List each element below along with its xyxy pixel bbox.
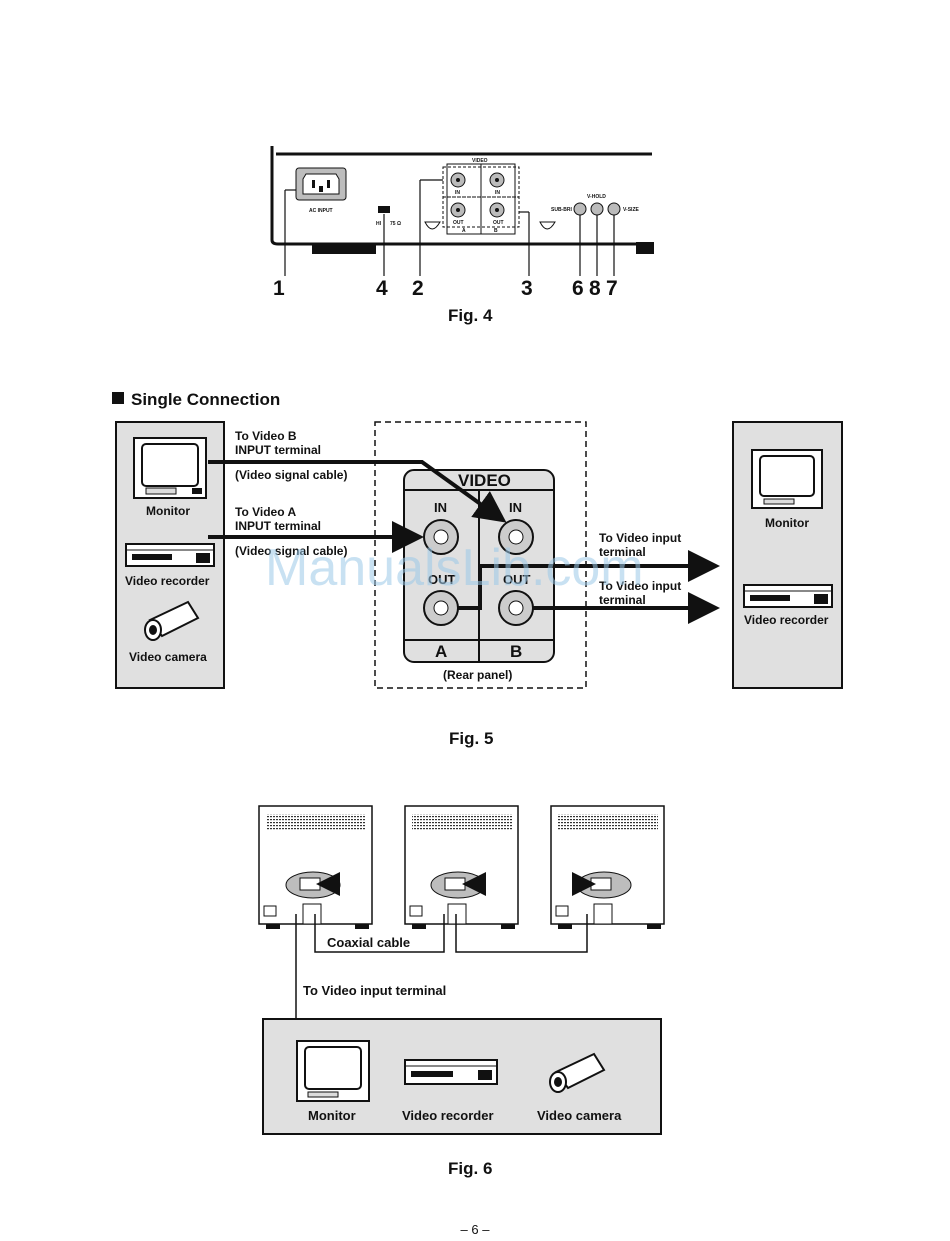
a-label-small: A	[462, 228, 466, 234]
section-bullet-icon	[112, 392, 124, 404]
to-b-line1: To Video B	[235, 429, 297, 443]
monitor-icon	[751, 449, 823, 509]
panel-title: VIDEO	[458, 471, 511, 490]
callout-6: 6	[572, 277, 584, 300]
fig6-device-box	[262, 1018, 662, 1135]
sub-bri-knob-icon	[573, 202, 587, 216]
ac-input-label: AC INPUT	[309, 208, 333, 214]
ohm-label: 75 Ω	[390, 221, 401, 227]
to-b-line2: INPUT terminal	[235, 443, 321, 457]
in-label-a: IN	[434, 500, 447, 515]
monitor-rear-1	[258, 805, 373, 929]
video-camera-icon	[549, 1052, 606, 1093]
monitor-rear-2	[404, 805, 519, 929]
signal-cables	[208, 460, 720, 624]
foot-left	[312, 244, 376, 254]
callout-7: 7	[606, 277, 618, 300]
out1-line2: terminal	[599, 545, 646, 559]
out-label-small: OUT	[453, 220, 464, 226]
v-hold-label: V-HOLD	[587, 194, 606, 200]
callout-8: 8	[589, 277, 601, 300]
in-label-b: IN	[509, 500, 522, 515]
in-label-small: IN	[455, 190, 460, 196]
out2-line1: To Video input	[599, 579, 681, 593]
rear-panel-frame	[374, 421, 587, 689]
fig6-caption: Fig. 6	[448, 1159, 492, 1178]
fig5-caption: Fig. 5	[449, 729, 493, 748]
rear-panel-label: (Rear panel)	[443, 668, 512, 682]
to-input-label: To Video input terminal	[303, 983, 446, 998]
v-hold-knob-icon	[590, 202, 604, 216]
b-label-small: B	[494, 228, 498, 234]
coaxial-cable-label: Coaxial cable	[327, 935, 410, 950]
fig6-monitor-label: Monitor	[308, 1108, 356, 1123]
video-recorder-icon	[743, 584, 833, 608]
callout-leaders	[284, 179, 615, 276]
monitor-icon	[296, 1040, 370, 1102]
out-label-a: OUT	[428, 572, 456, 587]
out-label-b: OUT	[503, 572, 531, 587]
to-a-line1: To Video A	[235, 505, 296, 519]
cable-b-label: (Video signal cable)	[235, 468, 347, 482]
left-device-box: Monitor Video recorder Video camera	[115, 421, 225, 689]
callout-1: 1	[273, 277, 285, 300]
callout-4: 4	[376, 277, 388, 300]
video-camera-icon	[144, 600, 200, 641]
right-monitor-label: Monitor	[765, 516, 809, 530]
bnc-connectors-small	[450, 172, 505, 218]
impedance-switch-icon	[378, 206, 390, 213]
out-label-small-b: OUT	[493, 220, 504, 226]
fig6-camera-label: Video camera	[537, 1108, 622, 1123]
video-recorder-icon	[125, 543, 215, 567]
video-recorder-icon	[404, 1059, 498, 1085]
watermark: ManualsLib.com	[265, 539, 644, 597]
page-number: – 6 –	[460, 1222, 490, 1237]
v-size-label: V-SIZE	[623, 207, 640, 213]
coaxial-cables	[295, 914, 588, 1020]
a-label: A	[435, 642, 447, 661]
to-a-line2: INPUT terminal	[235, 519, 321, 533]
left-camera-label: Video camera	[129, 650, 207, 664]
hi-label: HI	[376, 221, 382, 227]
callout-3: 3	[521, 277, 533, 300]
out2-line2: terminal	[599, 593, 646, 607]
section-title: Single Connection	[131, 390, 280, 409]
right-device-box: Monitor Video recorder	[732, 421, 843, 689]
video-label-small: VIDEO	[472, 158, 488, 164]
fig4-rear-panel: AC INPUT HI 75 Ω VIDEO IN IN OUT OUT A B…	[270, 146, 654, 276]
left-vcr-label: Video recorder	[125, 574, 210, 588]
cable-a-label: (Video signal cable)	[235, 544, 347, 558]
sub-bri-label: SUB-BRI	[551, 207, 572, 213]
monitor-rear-3	[550, 805, 665, 929]
in-label-small-b: IN	[495, 190, 500, 196]
v-size-knob-icon	[607, 202, 621, 216]
left-monitor-label: Monitor	[146, 504, 190, 518]
callout-2: 2	[412, 277, 424, 300]
monitor-icon	[133, 437, 207, 499]
right-vcr-label: Video recorder	[744, 613, 829, 627]
out1-line1: To Video input	[599, 531, 681, 545]
ac-inlet-icon	[295, 167, 347, 201]
fig4-caption: Fig. 4	[448, 306, 493, 325]
b-label: B	[510, 642, 522, 661]
fig6-vcr-label: Video recorder	[402, 1108, 494, 1123]
